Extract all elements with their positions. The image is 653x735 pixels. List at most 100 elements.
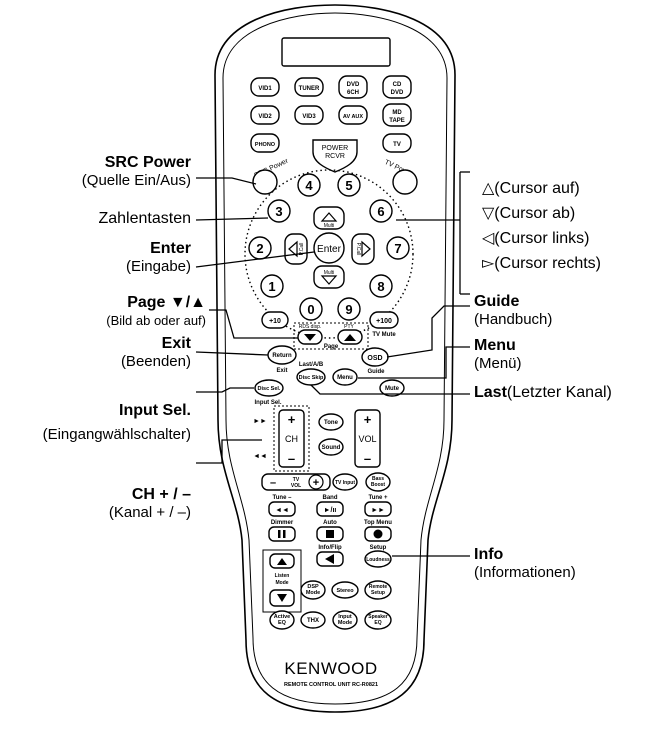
- vol-rocker[interactable]: + VOL –: [354, 409, 381, 468]
- listen-mode-down-button[interactable]: [269, 589, 295, 607]
- callout-zahlentasten: Zahlentasten: [98, 210, 191, 227]
- guide-label: Guide: [367, 369, 385, 375]
- callout-ch: CH + / –(Kanal + / –): [108, 486, 191, 521]
- stereo-button[interactable]: Stereo: [331, 581, 359, 599]
- svg-text:Loudness: Loudness: [366, 557, 390, 563]
- page-down-button[interactable]: [297, 329, 323, 345]
- record-button[interactable]: [364, 526, 392, 542]
- svg-text:AV AUX: AV AUX: [343, 114, 364, 120]
- tuner-button[interactable]: TUNER: [294, 77, 324, 97]
- cursor-right-button[interactable]: P.Call: [351, 233, 375, 265]
- svg-text:CH: CH: [285, 434, 298, 444]
- callout-src-power: SRC Power(Quelle Ein/Aus): [81, 154, 191, 189]
- vid1-button[interactable]: VID1: [250, 77, 280, 97]
- number-5-button[interactable]: 5: [337, 173, 361, 197]
- md-tape-button[interactable]: MD TAPE: [382, 103, 412, 127]
- mute-button[interactable]: Mute: [379, 379, 405, 397]
- thx-button[interactable]: THX: [300, 611, 326, 629]
- speaker-eq-button[interactable]: Speaker EQ: [364, 610, 392, 630]
- svg-text:Setup: Setup: [371, 590, 385, 596]
- number-9-button[interactable]: 9: [337, 297, 361, 321]
- ch-group-box: [273, 405, 310, 472]
- skip-forward-icon: ►►: [253, 418, 267, 425]
- number-1-button[interactable]: 1: [260, 274, 284, 298]
- svg-text:Mode: Mode: [306, 590, 320, 596]
- number-2-button[interactable]: 2: [248, 236, 272, 260]
- tv-input-button[interactable]: TV Input: [332, 473, 358, 491]
- cursor-down-button[interactable]: Multi: [313, 265, 345, 289]
- menu-button[interactable]: Menu: [332, 368, 358, 386]
- active-eq-button[interactable]: Active EQ: [269, 610, 295, 630]
- model-label: REMOTE CONTROL UNIT RC-R0821: [284, 682, 378, 688]
- svg-text:EQ: EQ: [278, 620, 287, 626]
- info-flip-button[interactable]: [316, 551, 344, 567]
- av-aux-button[interactable]: AV AUX: [338, 105, 368, 125]
- tv-vol-rocker[interactable]: – TV VOL +: [261, 473, 331, 491]
- svg-text:OSD: OSD: [367, 355, 382, 362]
- svg-text:P.Call: P.Call: [299, 243, 305, 256]
- plus10-button[interactable]: +10: [261, 311, 289, 329]
- input-mode-button[interactable]: Input Mode: [332, 610, 358, 630]
- dsp-mode-button[interactable]: DSP Mode: [300, 580, 326, 600]
- dvd-6ch-button[interactable]: DVD 6CH: [338, 75, 368, 99]
- number-4-button[interactable]: 4: [297, 173, 321, 197]
- fast-forward-icon: ►►: [371, 507, 385, 514]
- vol-plus: +: [364, 412, 372, 427]
- dimmer-label: Dimmer: [271, 520, 294, 526]
- osd-button[interactable]: OSD: [361, 347, 389, 367]
- src-power-button[interactable]: [252, 169, 278, 195]
- pause-button[interactable]: [268, 526, 296, 542]
- disc-skip-button[interactable]: Disc Skip: [296, 368, 326, 386]
- remote-setup-button[interactable]: Remote Setup: [364, 580, 392, 600]
- number-3-button[interactable]: 3: [267, 199, 291, 223]
- play-pause-button[interactable]: ►/ıı: [316, 501, 344, 517]
- plus100-button[interactable]: +100: [369, 311, 399, 329]
- vid2-button[interactable]: VID2: [250, 105, 280, 125]
- fast-forward-button[interactable]: ►►: [364, 501, 392, 517]
- pty-label: PTY: [344, 324, 354, 330]
- bass-boost-button[interactable]: Bass Boost: [365, 472, 391, 492]
- enter-button[interactable]: Enter: [313, 232, 345, 264]
- ch-rocker[interactable]: + CH –: [278, 409, 305, 468]
- callout-cursor-up: △(Cursor auf): [482, 180, 580, 197]
- vid3-button[interactable]: VID3: [294, 105, 324, 125]
- power-rcvr-button[interactable]: POWER RCVR: [312, 139, 358, 173]
- cursor-left-button[interactable]: P.Call: [284, 233, 308, 265]
- svg-text:+10: +10: [269, 318, 281, 325]
- number-7-button[interactable]: 7: [386, 236, 410, 260]
- svg-text:CD: CD: [393, 82, 402, 88]
- cd-dvd-button[interactable]: CD DVD: [382, 75, 412, 99]
- phono-button[interactable]: PHONO: [250, 133, 280, 153]
- svg-text:Mute: Mute: [385, 386, 400, 392]
- svg-text:4: 4: [305, 178, 313, 193]
- tv-power-button[interactable]: [392, 169, 418, 195]
- top-menu-label: Top Menu: [364, 520, 392, 526]
- svg-text:Bass: Bass: [372, 476, 384, 482]
- number-8-button[interactable]: 8: [369, 274, 393, 298]
- tv-button[interactable]: TV: [382, 133, 412, 153]
- listen-mode-up-button[interactable]: [269, 553, 295, 569]
- tone-button[interactable]: Tone: [318, 413, 344, 431]
- return-button[interactable]: Return: [267, 345, 297, 365]
- disc-sel-button[interactable]: Disc Sel.: [254, 379, 284, 397]
- stop-button[interactable]: [316, 526, 344, 542]
- svg-text:VID3: VID3: [302, 114, 316, 120]
- svg-text:Disc Sel.: Disc Sel.: [258, 386, 281, 392]
- loudness-button[interactable]: Loudness: [364, 550, 392, 568]
- svg-text:Menu: Menu: [337, 375, 353, 381]
- sound-button[interactable]: Sound: [318, 438, 344, 456]
- number-0-button[interactable]: 0: [299, 297, 323, 321]
- page-up-button[interactable]: [337, 329, 363, 345]
- callout-cursor-right: ▻(Cursor rechts): [482, 255, 601, 272]
- svg-text:9: 9: [345, 302, 352, 317]
- rewind-button[interactable]: ◄◄: [268, 501, 296, 517]
- display-window: [281, 37, 391, 67]
- svg-text:DVD: DVD: [391, 90, 404, 96]
- number-6-button[interactable]: 6: [369, 199, 393, 223]
- svg-text:Speaker: Speaker: [368, 614, 388, 620]
- svg-text:6CH: 6CH: [347, 90, 359, 96]
- cursor-up-button[interactable]: Multi: [313, 206, 345, 230]
- callout-lines: [195, 171, 470, 557]
- svg-text:PHONO: PHONO: [255, 142, 276, 148]
- callout-cursor-list: △(Cursor auf) ▽(Cursor ab) ◁(Cursor link…: [482, 176, 601, 276]
